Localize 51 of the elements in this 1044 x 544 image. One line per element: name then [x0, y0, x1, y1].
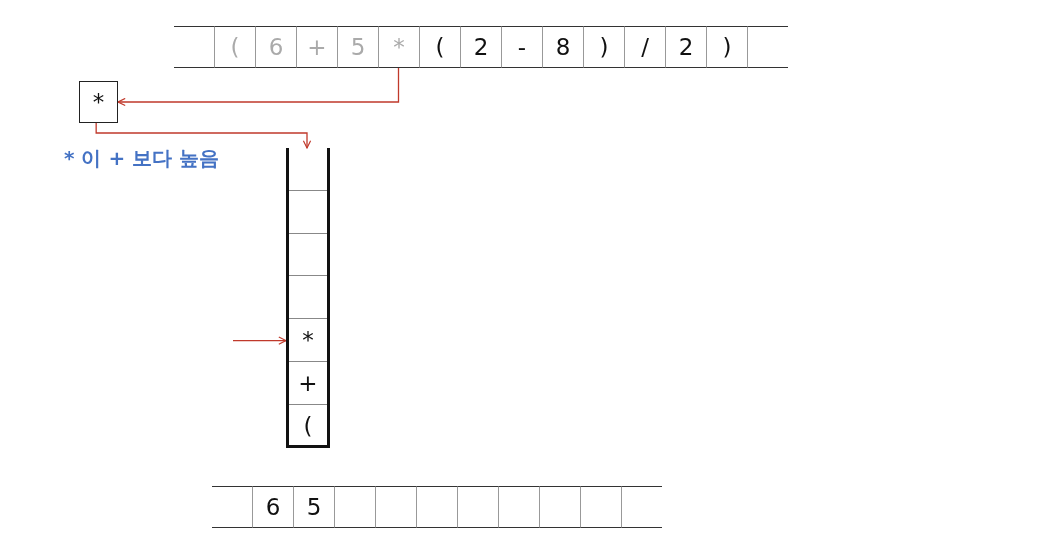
cell-symbol: 2	[473, 34, 489, 60]
cell-symbol: +	[307, 34, 327, 60]
cell	[296, 26, 337, 68]
cell-symbol: 5	[350, 34, 366, 60]
cell-symbol: (	[435, 34, 445, 60]
cell-symbol: *	[302, 327, 314, 354]
cell	[337, 26, 378, 68]
cell	[460, 26, 501, 68]
arrow	[95, 122, 312, 149]
cell-symbol: 6	[268, 34, 284, 60]
cell	[293, 486, 334, 528]
cell	[252, 486, 293, 528]
cell	[583, 26, 624, 68]
cell-symbol: /	[641, 34, 649, 60]
cell-symbol: (	[303, 413, 313, 440]
cell-symbol: 6	[265, 494, 281, 520]
cell-symbol: )	[599, 34, 609, 60]
empty-cell	[212, 486, 252, 528]
cell	[378, 26, 419, 68]
cell	[419, 26, 460, 68]
cell	[542, 26, 583, 68]
cell	[624, 26, 665, 68]
empty-cell	[334, 486, 375, 528]
cell-symbol: 8	[555, 34, 571, 60]
empty-cell	[416, 486, 457, 528]
empty-cell	[621, 486, 662, 528]
cell	[255, 26, 296, 68]
empty-cell	[747, 26, 788, 68]
empty-cell	[375, 486, 416, 528]
empty-cell	[498, 486, 539, 528]
cell-symbol: *	[393, 34, 405, 60]
empty-cell	[580, 486, 621, 528]
cell	[501, 26, 542, 68]
arrow	[117, 67, 400, 107]
stack-container	[286, 148, 330, 448]
cell-symbol: 5	[306, 494, 322, 520]
cell-symbol: (	[230, 34, 240, 60]
cell-symbol: -	[517, 34, 527, 60]
empty-cell	[457, 486, 498, 528]
cell-symbol: 2	[678, 34, 694, 60]
cell-symbol: *	[92, 89, 105, 115]
arrow	[232, 336, 287, 345]
cell-symbol: )	[722, 34, 732, 60]
note-text: * 이 + 보다 높음	[64, 145, 220, 172]
empty-cell	[539, 486, 580, 528]
cell	[214, 26, 255, 68]
operator-box	[79, 81, 118, 123]
cell-symbol: +	[298, 369, 318, 396]
cell	[665, 26, 706, 68]
empty-cell	[174, 26, 214, 68]
cell	[706, 26, 747, 68]
